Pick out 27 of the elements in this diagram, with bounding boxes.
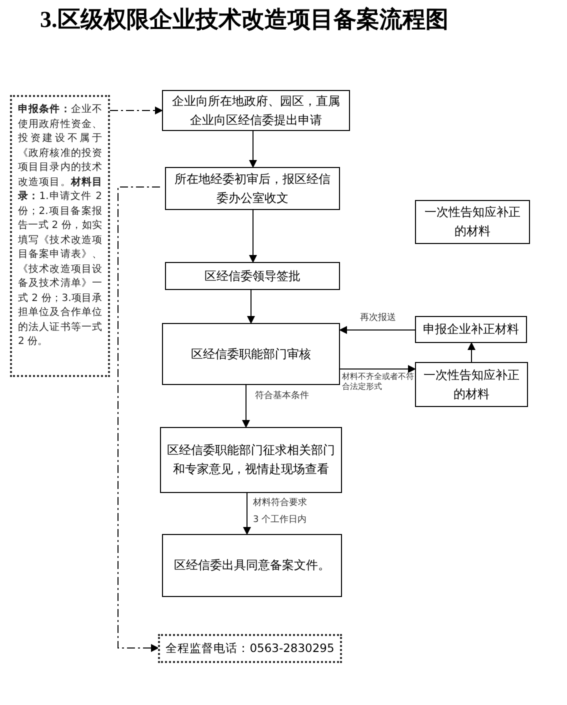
- arrow: [339, 326, 416, 334]
- note-text: 3 个工作日内: [253, 515, 307, 526]
- process-box: 区经信委职能部门审核: [162, 323, 340, 385]
- arrow: [468, 342, 476, 362]
- arrow: [118, 186, 160, 652]
- arrow: [247, 290, 255, 324]
- arrow: [249, 130, 257, 168]
- title: 3.区级权限企业技术改造项目备案流程图: [40, 6, 448, 34]
- arrow: [249, 210, 257, 263]
- arrow: [242, 384, 250, 428]
- process-box: 申报企业补正材料: [415, 316, 527, 343]
- process-box: 一次性告知应补正的材料: [415, 200, 530, 244]
- note-box: 申报条件：企业不使用政府性资金、投资建设不属于《政府核准的投资项目目录内的技术改造项目。材料目录：1.申请文件 2 份；2.项目备案报告一式 2 份，如实填写《技术改造项目备案申请表》、《技术改造项目设备及技术清单》一式 2 份；3.项目承担单位及合作单位的法人证书等一式 2 份。: [10, 95, 110, 377]
- process-box: 所在地经委初审后，报区经信委办公室收文: [165, 167, 340, 210]
- edge-label: 符合基本条件: [255, 391, 309, 402]
- process-box: 区经信委职能部门征求相关部门和专家意见，视情赴现场查看: [160, 427, 342, 493]
- process-box: 区经信委领导签批: [165, 262, 340, 290]
- edge-label: 材料不齐全或者不符合法定形式: [342, 372, 414, 392]
- process-box: 一次性告知应补正的材料: [415, 362, 528, 407]
- edge-label: 再次报送: [360, 313, 396, 324]
- process-box: 区经信委出具同意备案文件。: [162, 534, 342, 597]
- arrow: [340, 365, 416, 373]
- contact-box: 全程监督电话：0563-2830295: [158, 634, 342, 663]
- edge-label: 材料符合要求: [253, 498, 307, 509]
- arrow: [110, 106, 163, 114]
- arrow: [243, 492, 251, 535]
- process-box: 企业向所在地政府、园区，直属企业向区经信委提出申请: [162, 90, 350, 131]
